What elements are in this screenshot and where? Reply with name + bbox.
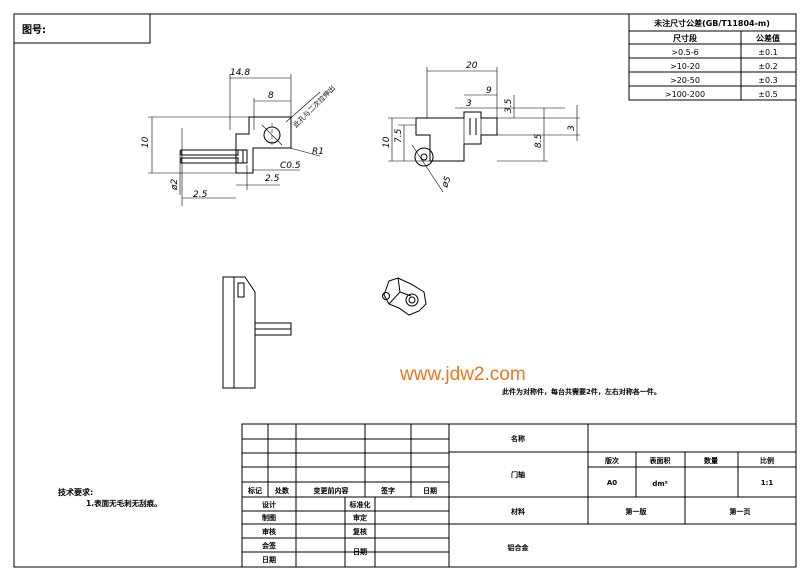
symmetry-note: 此件为对称件，每台共需要2件，左右对称各一件。 <box>502 387 661 396</box>
tech-req-item: 1.表面无毛刺无刮痕。 <box>86 498 162 508</box>
tolerance-value-cell: ±0.5 <box>758 90 777 99</box>
tb-name-label: 名称 <box>511 434 525 443</box>
tb-area-label: 表面积 <box>649 456 671 465</box>
title-block <box>241 423 797 568</box>
tb-material-label: 材料 <box>510 507 525 516</box>
tb-recheck: 复核 <box>352 527 367 536</box>
tb-version: A0 <box>607 479 617 487</box>
dim-10-side: 10 <box>382 136 392 148</box>
tb-draft: 制图 <box>262 513 276 522</box>
tolerance-range-cell: >20-50 <box>670 76 700 85</box>
dim-10: 10 <box>141 136 151 148</box>
tb-version-label: 版次 <box>605 456 619 465</box>
dim-3-a: 3 <box>466 99 472 109</box>
tb-review: 审核 <box>262 527 276 536</box>
dim-2-5-b: 2.5 <box>193 190 208 200</box>
tb-material: 铝合金 <box>508 543 530 552</box>
tolerance-col-value: 公差值 <box>756 33 780 43</box>
tolerance-range-cell: >0.5-6 <box>671 48 698 57</box>
dim-7-5: 7.5 <box>394 128 404 143</box>
watermark: www.jdw2.com <box>399 364 526 385</box>
tb-page: 第一页 <box>730 507 751 516</box>
tolerance-table <box>628 13 797 101</box>
tb-sign: 签字 <box>380 486 395 495</box>
tolerance-title: 未注尺寸公差(GB/T11804-m) <box>653 18 770 28</box>
dim-phi2: ø2 <box>170 178 180 191</box>
dim-3-b: 3 <box>567 125 577 131</box>
hole-note: 此孔与二次拉伸出 <box>291 83 337 129</box>
tb-design: 设计 <box>262 500 276 509</box>
iso-view <box>382 277 427 316</box>
tb-mark: 标记 <box>247 486 262 495</box>
tolerance-range-cell: >100-200 <box>665 90 705 99</box>
tb-date: 日期 <box>423 486 437 495</box>
tb-date3: 日期 <box>353 547 367 556</box>
tolerance-value-cell: ±0.1 <box>758 48 777 57</box>
dim-8: 8 <box>268 91 274 101</box>
tb-change-doc: 变更前内容 <box>314 486 349 495</box>
drawing-number-label: 图号: <box>22 24 46 36</box>
tolerance-range-cell: >10-20 <box>670 62 700 71</box>
tb-check: 审定 <box>353 513 367 522</box>
tb-standard: 标准化 <box>349 500 371 509</box>
dim-2-5-a: 2.5 <box>265 174 280 184</box>
dim-14-8: 14.8 <box>230 68 250 78</box>
tb-count: 处数 <box>274 486 290 495</box>
tb-date2: 日期 <box>262 555 276 564</box>
dim-c0-5: C0.5 <box>280 161 301 171</box>
tb-area: dm² <box>652 480 667 488</box>
tb-sheet: 第一版 <box>626 507 647 516</box>
dim-8-5: 8.5 <box>534 133 544 148</box>
tb-part-name: 门轴 <box>511 470 525 479</box>
drawing-number-box: 图号: <box>13 13 151 44</box>
tolerance-col-range: 尺寸段 <box>673 33 697 43</box>
tb-scale: 1:1 <box>761 479 774 487</box>
tb-scale-label: 比例 <box>760 456 774 465</box>
tb-qty-label: 数量 <box>704 456 718 465</box>
dim-r1: R1 <box>312 147 324 157</box>
dim-20: 20 <box>466 61 478 71</box>
title-block-labels: 标记 处数 变更前内容 签字 日期 设计 标准化 制图 审定 审核 复核 会签 … <box>247 434 774 564</box>
tb-sign2: 会签 <box>262 541 277 550</box>
bottom-view <box>222 276 292 389</box>
tech-req-title: 技术要求: <box>58 487 93 497</box>
tolerance-value-cell: ±0.2 <box>758 62 777 71</box>
front-view <box>148 74 321 206</box>
dim-3-5: 3.5 <box>504 98 514 113</box>
dim-phi5: ø5 <box>440 175 454 190</box>
tolerance-value-cell: ±0.3 <box>758 76 777 85</box>
dim-9: 9 <box>486 86 492 96</box>
side-view <box>388 67 580 193</box>
